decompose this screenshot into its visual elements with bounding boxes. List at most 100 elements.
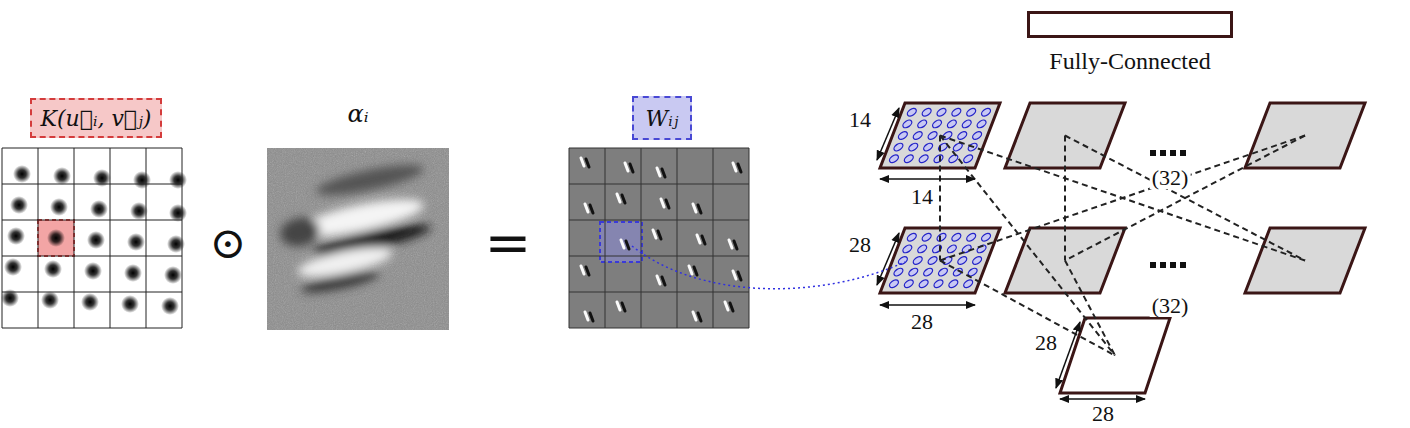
drawing-part <box>893 142 905 153</box>
drawing-part <box>130 202 148 220</box>
drawing-part <box>569 328 749 329</box>
drawing-part <box>617 194 620 202</box>
drawing-part <box>907 267 919 278</box>
drawing-part <box>182 148 183 328</box>
drawing-part <box>605 148 606 328</box>
drawing-part <box>53 167 71 185</box>
drawing-part <box>698 313 701 321</box>
drawing-part <box>965 232 977 243</box>
drawing-part <box>1180 262 1186 268</box>
fully-connected-layer: Fully-Connected <box>992 6 1268 86</box>
drawing-part <box>84 262 102 280</box>
drawing-part <box>927 130 939 141</box>
drawing-part <box>121 295 139 313</box>
drawing-part <box>90 200 108 218</box>
drawing-part <box>1065 136 1305 261</box>
dimension-label: 28 <box>1033 332 1059 354</box>
drawing-part <box>729 240 732 248</box>
drawing-part <box>641 148 642 328</box>
drawing-part <box>940 261 1115 356</box>
drawing-part <box>893 267 905 278</box>
drawing-part <box>278 159 433 297</box>
drawing-part <box>906 232 918 243</box>
drawing-part <box>936 107 948 118</box>
drawing-part <box>1150 150 1156 156</box>
weight-label-box: Wᵢⱼ <box>632 96 692 140</box>
node-label: K(u⃗ᵢ, v⃗ⱼ) <box>41 106 152 131</box>
drawing-part <box>569 148 749 149</box>
drawing-part <box>931 244 943 255</box>
drawing-part <box>569 256 749 257</box>
drawing-part <box>169 204 187 222</box>
drawing-part <box>2 256 182 257</box>
drawing-part <box>738 272 741 280</box>
drawing-part <box>590 313 593 321</box>
count-label: (32) <box>1150 295 1191 317</box>
drawing-part <box>1170 262 1176 268</box>
drawing-part <box>693 204 696 212</box>
drawing-part <box>888 153 900 164</box>
drawing-part <box>569 148 749 328</box>
drawing-part <box>922 267 934 278</box>
dimension-label: 28 <box>1090 403 1116 425</box>
drawing-part <box>702 236 705 244</box>
drawing-part <box>2 148 182 328</box>
drawing-part <box>897 130 909 141</box>
drawing-part <box>4 258 22 276</box>
drawing-part <box>918 278 930 289</box>
drawing-part <box>2 148 3 328</box>
drawing-part <box>7 227 25 245</box>
drawing-part <box>677 148 678 328</box>
drawing-part <box>936 232 948 243</box>
drawing-part <box>733 163 736 171</box>
drawing-part <box>2 292 182 293</box>
node-label: Wᵢⱼ <box>646 106 679 131</box>
drawing-part <box>921 232 933 243</box>
drawing-part <box>976 244 988 255</box>
drawing-part <box>622 195 625 203</box>
drawing-part <box>897 255 909 266</box>
drawing-part <box>124 264 142 282</box>
drawing-part <box>586 267 589 275</box>
drawing-part <box>956 255 968 266</box>
drawing-part <box>585 204 588 212</box>
drawing-part <box>725 302 728 310</box>
drawing-part <box>1160 262 1166 268</box>
alpha-image <box>267 148 449 330</box>
drawing-part <box>912 255 924 266</box>
drawing-part <box>1056 322 1080 388</box>
node-label: Fully-Connected <box>992 48 1268 75</box>
dimension-label: 28 <box>909 311 935 333</box>
drawing-part <box>590 205 593 213</box>
drawing-part <box>658 231 661 239</box>
drawing-part <box>662 277 665 285</box>
drawing-part <box>581 158 584 166</box>
drawing-part <box>50 198 68 216</box>
drawing-part <box>877 108 899 160</box>
drawing-part <box>569 184 749 185</box>
drawing-part <box>948 153 960 164</box>
kernel-grid <box>1 148 187 328</box>
drawing-part <box>581 266 584 274</box>
drawing-part <box>880 178 975 180</box>
drawing-part <box>133 171 151 189</box>
drawing-part <box>1150 262 1156 268</box>
drawing-part <box>693 312 696 320</box>
drawing-part <box>730 303 733 311</box>
drawing-part <box>569 220 749 221</box>
drawing-part <box>749 148 750 328</box>
drawing-part <box>916 244 928 255</box>
drawing-part <box>299 267 380 297</box>
drawing-part <box>946 244 958 255</box>
drawing-part <box>44 260 62 278</box>
drawing-part <box>10 196 28 214</box>
drawing-part <box>962 278 974 289</box>
drawing-part <box>971 255 983 266</box>
count-label: (32) <box>1150 167 1191 189</box>
drawing-part <box>585 312 588 320</box>
drawing-part <box>164 266 182 284</box>
drawing-part <box>877 233 899 285</box>
drawing-part <box>621 240 624 248</box>
drawing-part <box>916 119 928 130</box>
